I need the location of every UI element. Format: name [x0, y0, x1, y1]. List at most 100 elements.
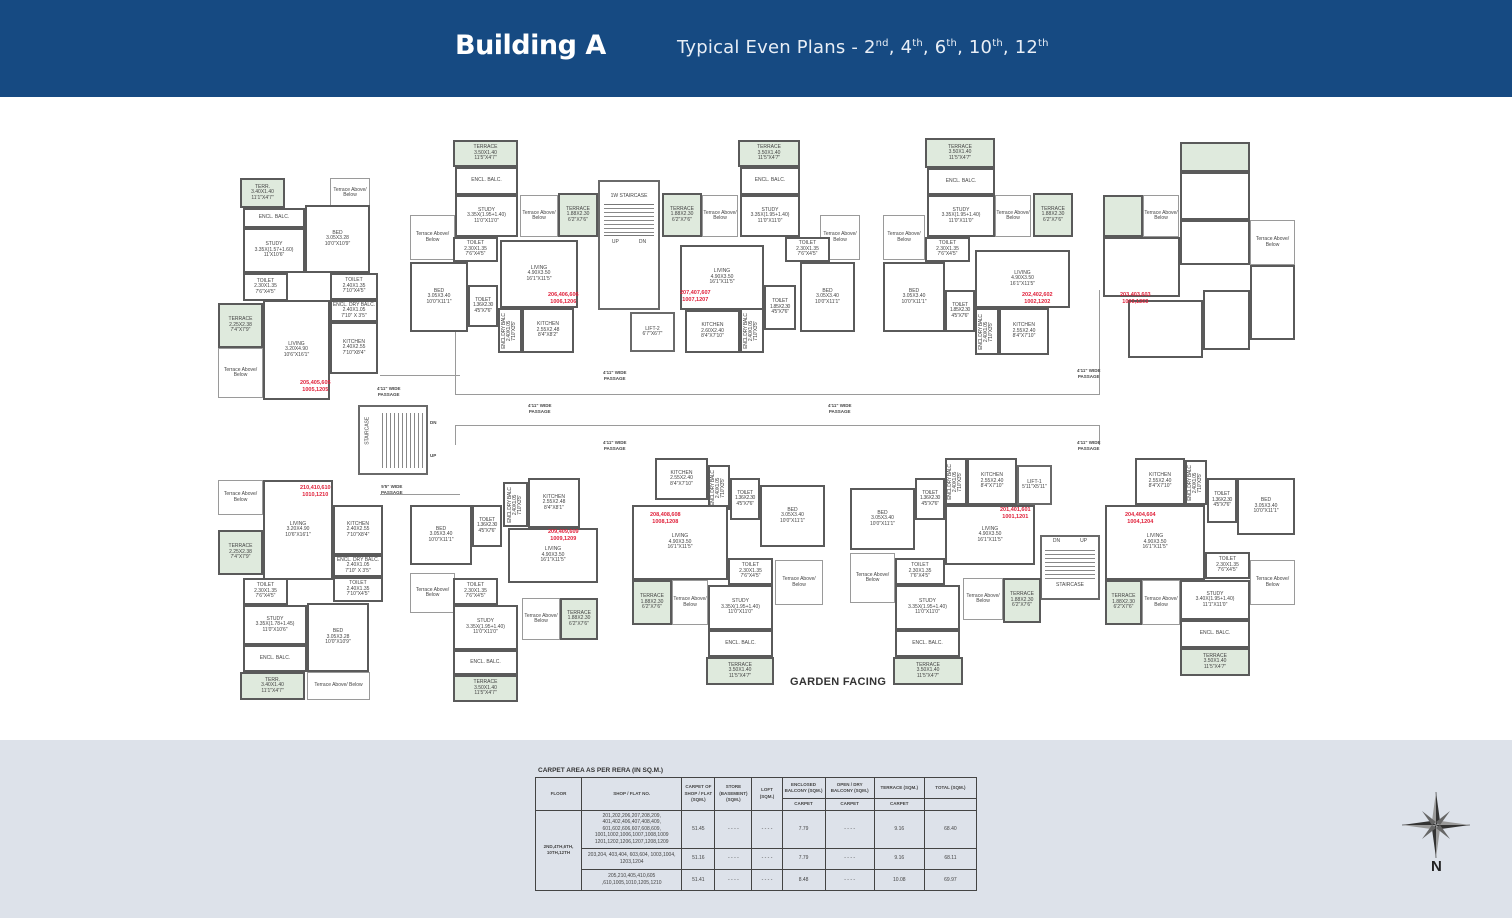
room-size-metric: 1.36X2.30 [734, 495, 756, 502]
room-size-metric: 4.90X3.50 [978, 531, 1002, 538]
store-cell: - - - - [714, 868, 753, 892]
room-size-metric: 2.30X1.35 [464, 587, 487, 594]
room-size-metric: 1.88X2.30 [1112, 598, 1135, 605]
room-size-metric: 2.55X2.40 [1148, 477, 1172, 484]
open-cell: - - - - [824, 868, 875, 892]
total-cell: 68.40 [923, 809, 978, 849]
room-name: Terrace Above/ Below [1144, 596, 1178, 608]
room-size-metric: 1.36X2.30 [1211, 496, 1233, 503]
room-name: TOILET [798, 240, 817, 247]
room-size-feet: 11'5"X4'7" [757, 155, 781, 162]
north-label: N [1431, 858, 1442, 875]
room-size-feet: 4'5"X7'6" [771, 309, 789, 316]
room-size-metric: 1.88X2.30 [567, 615, 591, 622]
room-name: TERRACE [566, 205, 590, 212]
room-name: BED [332, 628, 344, 635]
room-name: ENCL. DRY BALC. [336, 556, 380, 563]
room-size-feet: 8'4"X7'10" [701, 333, 724, 340]
room-size-feet: 11'1"X4'7" [261, 687, 284, 694]
flat-number-line: 202,402,602 [1022, 292, 1053, 298]
room-size-feet: 7'6"X4'5" [1217, 567, 1238, 574]
room-name: ENCL. BALC. [470, 658, 501, 665]
room-name: Terrace Above/ Below [223, 491, 258, 503]
room-name: LIVING [1146, 533, 1164, 540]
room-size-feet: 7'10"X3'5" [720, 477, 727, 498]
room-size-feet: 11'0"X11'0" [948, 217, 974, 224]
room-size-metric: 3.35X(1.95+1.40) [908, 603, 947, 610]
room-terrace-above-below: Terrace Above/ Below [775, 560, 823, 605]
room-name: TERRACE [670, 205, 694, 212]
room-encl-balc: ENCL. BALC. [243, 645, 307, 672]
room-name: ENCL. BALC. [754, 177, 786, 184]
room-name: LIVING [544, 546, 562, 553]
flats-cell: 201,202,206,207,208,209, 401,402,406,407… [581, 809, 683, 849]
col-carpet: CARPET OF SHOP / FLAT (SQM.) [681, 777, 716, 811]
room-size-feet: 11'5"X4'7" [474, 155, 497, 162]
room-size-feet: 7'10" X 3'5" [341, 312, 367, 319]
room-size-metric: 1.85X2.30 [769, 303, 791, 310]
sub-carpet: CARPET [873, 798, 925, 811]
room-size-metric: 2.30X1.35 [464, 245, 487, 252]
room-name: TERRACE [640, 593, 664, 600]
up-label: UP [1080, 538, 1088, 544]
room-size-feet: 7'6"X4'5" [465, 251, 486, 258]
room-name: KITCHEN [543, 493, 565, 500]
flat-number-line: 203,403,603 [1120, 292, 1151, 298]
room-size-feet: 7'10"X8'4" [346, 531, 370, 538]
room-size-feet: 4'5"X7'6" [736, 500, 754, 507]
passage-width: 4'11" WIDE [1077, 440, 1101, 445]
room-size-metric: 2.30X1.35 [908, 567, 932, 574]
room-size-feet: 11'0"X11'0" [757, 217, 783, 224]
room-size-metric: 2.55X2.40 [980, 477, 1004, 484]
terrace-cell: 10.08 [873, 868, 925, 892]
room-size-feet: 7'6"X4'5" [797, 251, 818, 258]
lift-1-label: LIFT-1 [1027, 478, 1042, 485]
room-encl-balc: ENCL. BALC. [895, 630, 960, 657]
room-size-metric: 3.20X4.90 [285, 346, 308, 353]
col-encl-balc: ENCLOSED BALCONY (SQM.) [781, 776, 826, 800]
room-name: BED [787, 506, 798, 513]
room-terrace-above-below: Terrace Above/ Below [850, 553, 895, 603]
room-size-metric: 4.90X3.50 [1143, 538, 1167, 545]
room-name: LIVING [671, 533, 689, 540]
room-size-feet: 10'6"X16'1" [285, 531, 311, 538]
room-size-feet: 7'10"X3'5" [1197, 472, 1204, 493]
flat-number-line: 1002,1202 [1024, 299, 1051, 305]
room-size-feet: 6'2"X7'6" [1043, 216, 1063, 223]
room-size-feet: 7'10"X3'5" [957, 471, 964, 492]
room-furnished [1203, 290, 1250, 350]
room-size-feet: 7'6"X4'5" [937, 251, 958, 258]
room-size-feet: 11'5"X4'7" [474, 690, 497, 697]
room-furnished [1180, 220, 1250, 265]
room-name: TOILET [475, 296, 491, 303]
room-size-feet: 10'0"X11'1" [1253, 508, 1279, 515]
floor-6: 6 [934, 37, 947, 58]
